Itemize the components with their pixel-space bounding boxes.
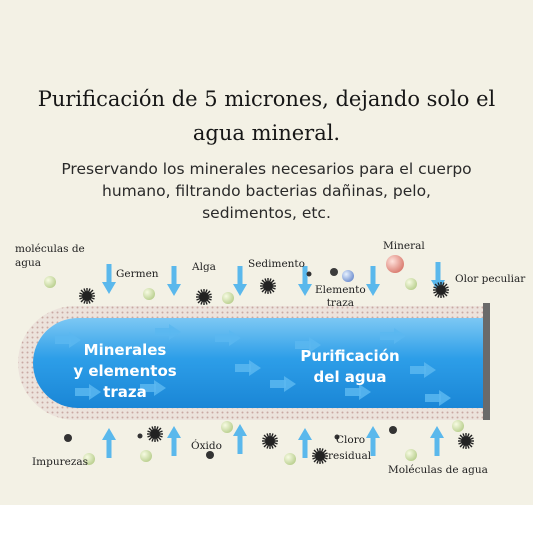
title-line-1: Purificación de 5 micrones, dejando solo… (37, 87, 496, 111)
label-sediment: Sedimento (248, 258, 305, 270)
label-mineral: Mineral (383, 240, 425, 252)
sediment-particle (259, 277, 277, 295)
tube-right-line-1: Purificación (300, 347, 400, 365)
inflow-arrow (102, 264, 116, 294)
label-chlorine-line-2: residual (328, 450, 372, 462)
label-water-molecules-top-line-1: moléculas de (15, 243, 85, 255)
page-title: Purificación de 5 micrones, dejando solo… (20, 82, 513, 150)
outflow-arrow (430, 426, 444, 456)
inflow-arrow (233, 266, 247, 296)
inflow-arrow (167, 266, 181, 296)
outflow-arrow (102, 428, 116, 458)
water-molecule-particle (405, 278, 417, 290)
subtitle-line-2: humano, filtrando bacterias dañinas, pel… (102, 182, 431, 200)
outflow-arrow (233, 424, 247, 454)
impurity-particle (146, 425, 164, 443)
outflow-arrow (167, 426, 181, 456)
odor-particle (432, 281, 450, 299)
oxide-particle (206, 451, 214, 459)
impurity-particle (457, 432, 475, 450)
tube-left-line-2: y elementos traza (73, 362, 177, 401)
oxide-particle (261, 432, 279, 450)
subtitle-line-3: sedimentos, etc. (202, 204, 331, 222)
label-water-molecules-top-line-2: agua (15, 257, 42, 269)
label-trace-element-line-2: traza (326, 297, 354, 309)
label-oxide: Óxido (191, 440, 222, 452)
water-molecule-particle (452, 420, 464, 432)
label-chlorine-line-1: Cloro (336, 434, 366, 446)
chlorine-particle (389, 426, 397, 434)
label-chlorine: Cloro residual (328, 432, 371, 464)
tube-left-line-1: Minerales (83, 341, 167, 359)
tube-end-cap (483, 303, 490, 420)
label-germ: Germen (116, 268, 159, 280)
dust-particle (306, 271, 312, 277)
trace-element-particle (342, 270, 354, 282)
outflow-arrow (298, 428, 312, 458)
algae-particle (195, 288, 213, 306)
germ-particle (78, 287, 96, 305)
label-trace-element: Elemento traza (315, 284, 366, 310)
dust-particle (334, 434, 340, 440)
label-trace-element-line-1: Elemento (315, 284, 366, 296)
label-impurities: Impurezas (32, 456, 89, 468)
label-odor: Olor peculiar (455, 273, 526, 285)
tube-left-text: Minerales y elementos traza (60, 340, 190, 403)
impurity-particle (64, 434, 72, 442)
water-molecule-particle (222, 292, 234, 304)
water-molecule-particle (83, 453, 95, 465)
water-molecule-particle (284, 453, 296, 465)
mineral-particle (386, 255, 404, 273)
subtitle-line-1: Preservando los minerales necesarios par… (61, 160, 472, 178)
water-molecule-particle (140, 450, 152, 462)
label-water-molecules-bottom: Moléculas de agua (388, 464, 488, 476)
chlorine-particle (311, 447, 329, 465)
tube-right-line-2: del agua (313, 368, 387, 386)
sediment-particle (330, 268, 338, 276)
bottom-band (0, 505, 533, 533)
page-subtitle: Preservando los minerales necesarios par… (40, 158, 493, 224)
water-molecule-particle (405, 449, 417, 461)
label-algae: Alga (192, 261, 216, 273)
inflow-arrow (366, 266, 380, 296)
water-molecule-particle (44, 276, 56, 288)
water-molecule-particle (143, 288, 155, 300)
water-molecule-particle (221, 421, 233, 433)
dust-particle (137, 433, 143, 439)
title-line-2: agua mineral. (192, 121, 341, 145)
tube-right-text: Purificación del agua (300, 346, 400, 388)
label-water-molecules-top: moléculas de agua (15, 242, 85, 270)
